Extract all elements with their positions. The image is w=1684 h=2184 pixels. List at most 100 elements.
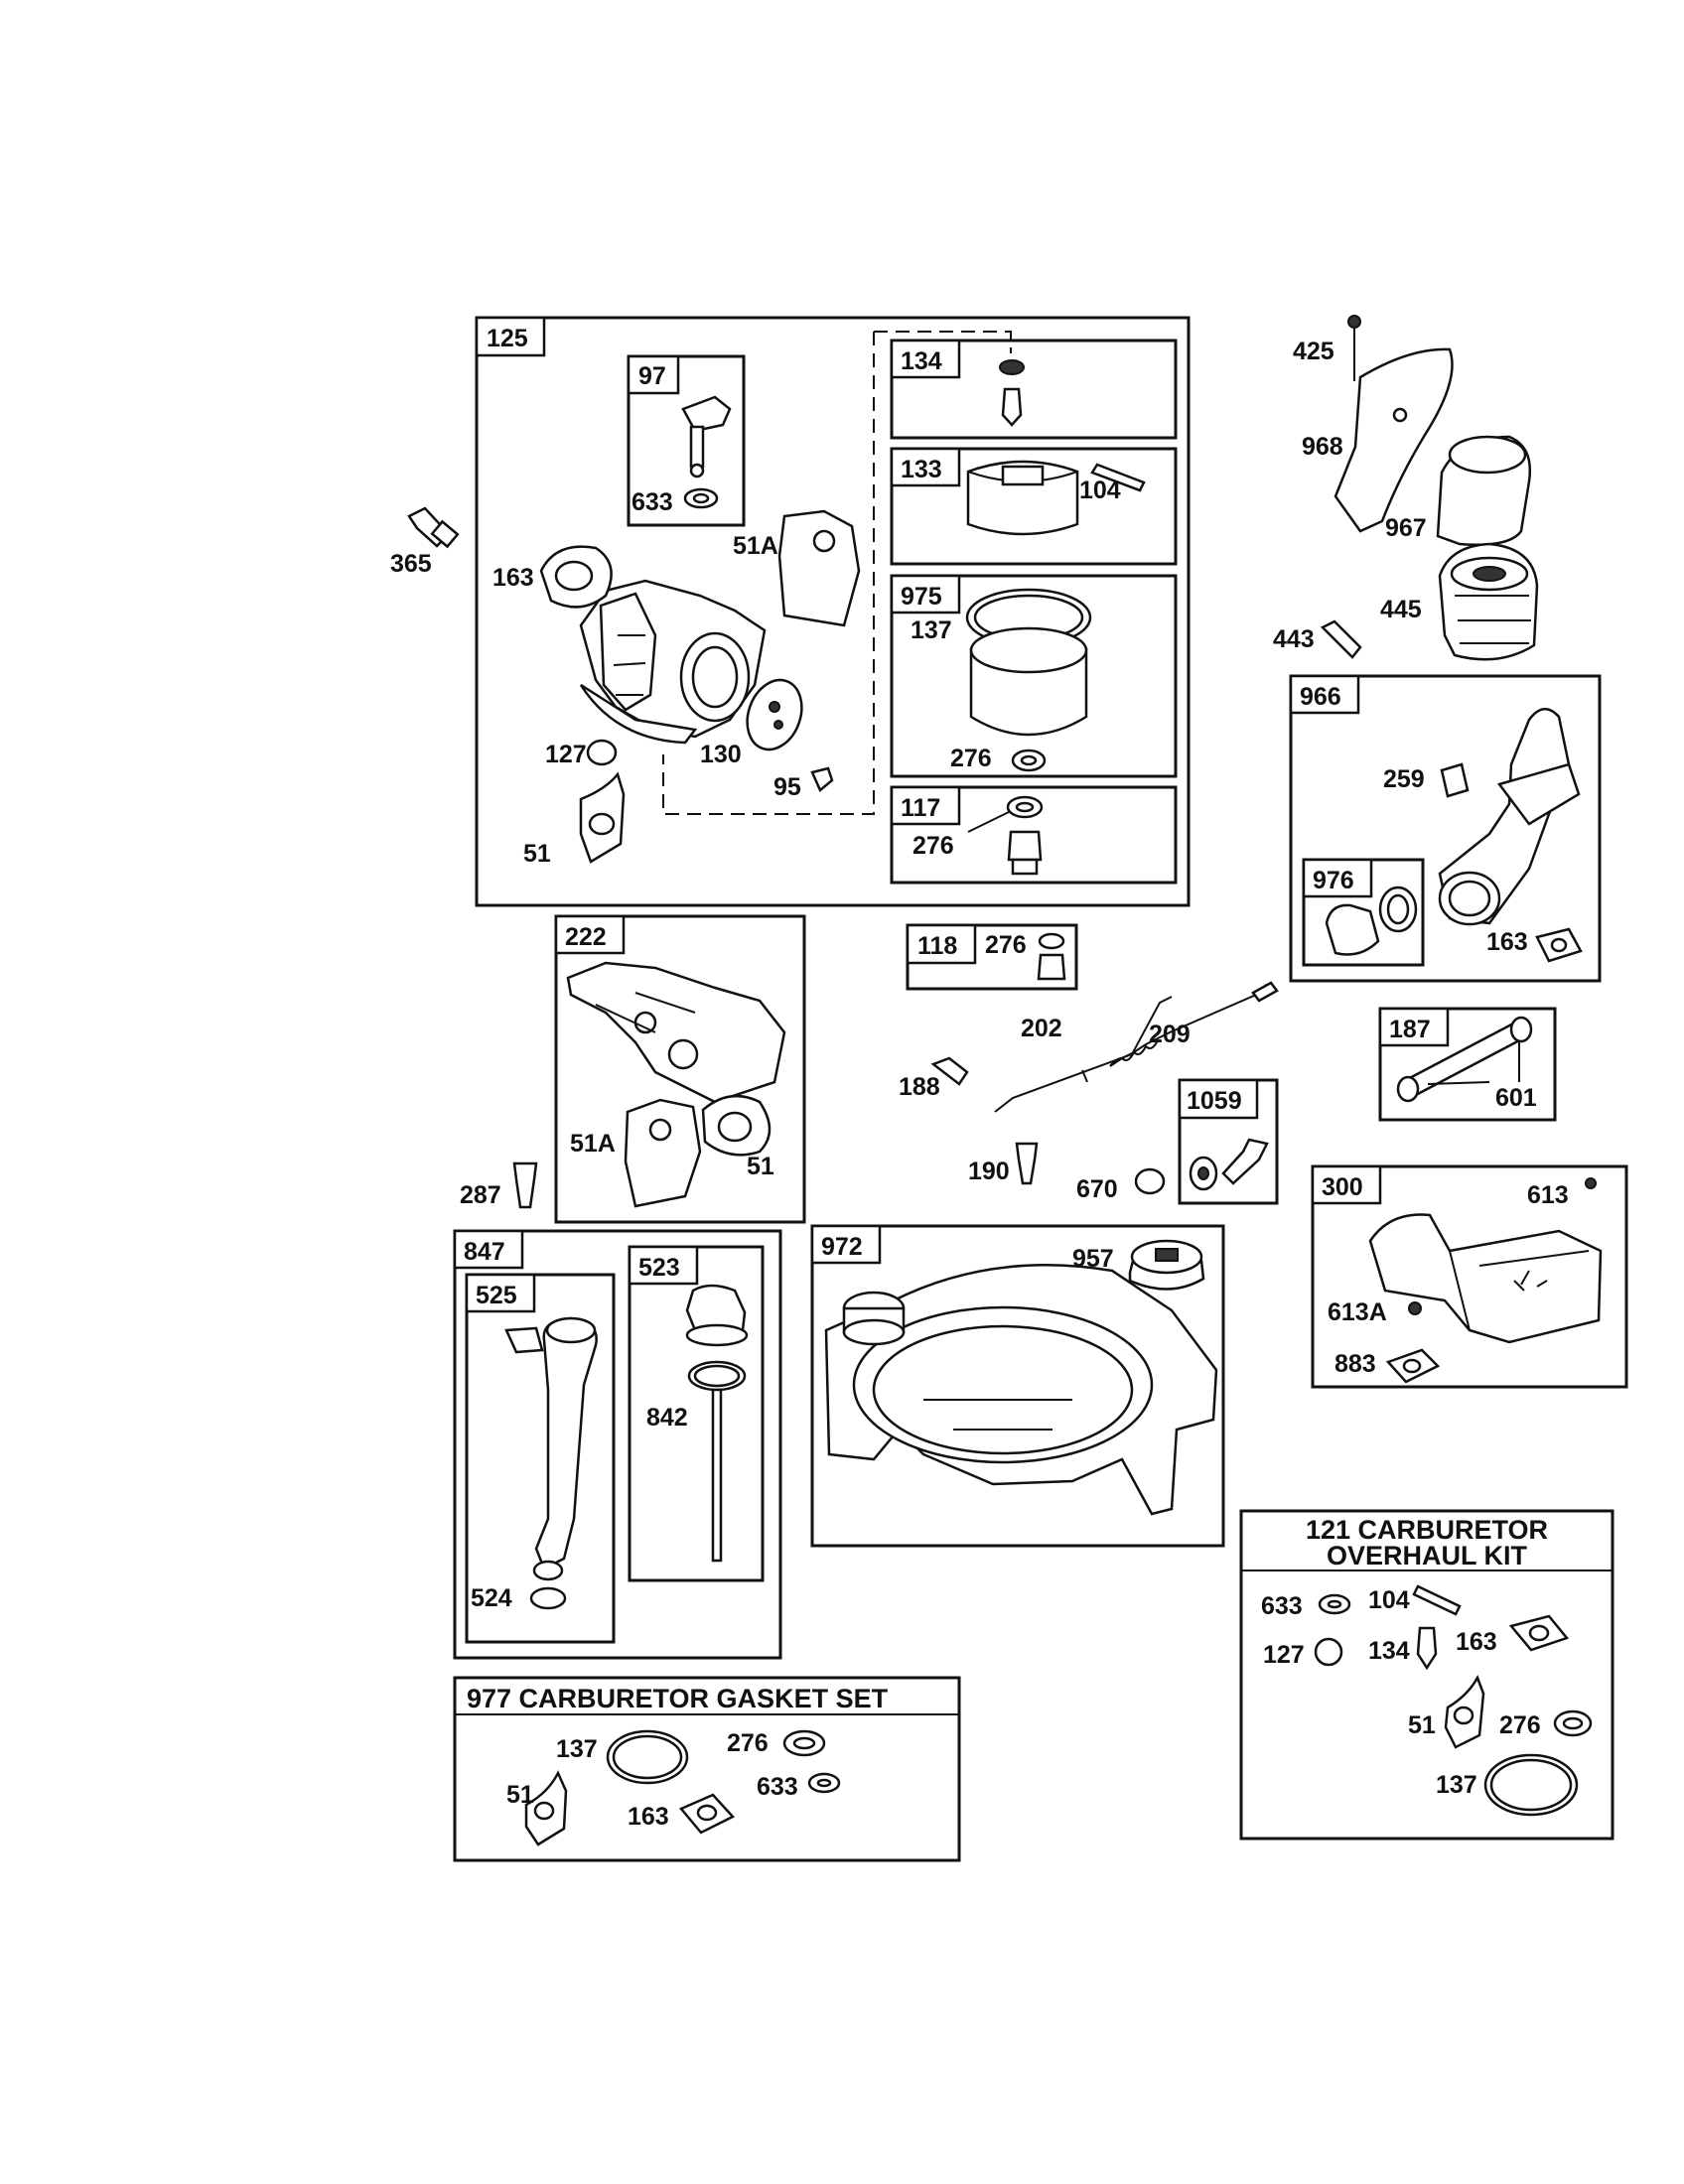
part-670-label: 670 xyxy=(1076,1175,1118,1203)
assembly-117-label: 117 xyxy=(901,794,940,822)
part-51a-label: 51A xyxy=(733,532,778,560)
assembly-525-label: 525 xyxy=(476,1282,517,1309)
assembly-125-label: 125 xyxy=(487,325,528,352)
spring-209-part xyxy=(1109,984,1267,1067)
assembly-847-label: 847 xyxy=(464,1238,505,1266)
inlet-needle-part xyxy=(1001,387,1023,427)
muffler-part xyxy=(1368,1213,1603,1344)
assembly-523-label: 523 xyxy=(638,1254,680,1282)
assembly-972-label: 972 xyxy=(821,1233,863,1261)
gasket-51a-b-part xyxy=(624,1098,702,1208)
jet-part xyxy=(1037,953,1066,981)
set-137-label: 137 xyxy=(556,1735,598,1763)
part-209-label: 209 xyxy=(1149,1021,1191,1048)
overhaul-kit-title-line1: 121 CARBURETOR xyxy=(1306,1515,1548,1545)
overhaul-kit: 121 CARBURETOR OVERHAUL KIT 633 104 127 … xyxy=(1239,1509,1614,1841)
bolt-188-part xyxy=(930,1056,969,1086)
part-51-b-label: 51 xyxy=(747,1153,774,1180)
seal-259-part xyxy=(1440,762,1470,798)
air-cleaner-group: 425 968 967 445 443 xyxy=(1273,315,1539,661)
assembly-118-label: 118 xyxy=(917,932,957,960)
gasket-51a-part xyxy=(777,509,861,627)
set-163-label: 163 xyxy=(628,1803,669,1831)
assembly-125: 125 97 633 134 133 104 975 xyxy=(475,316,1191,907)
assembly-966-label: 966 xyxy=(1300,683,1341,711)
screw-95-part xyxy=(810,766,834,793)
part-287: 287 xyxy=(460,1161,538,1209)
part-842-label: 842 xyxy=(646,1404,688,1432)
bolt-287-part xyxy=(512,1161,538,1209)
kit-137-label: 137 xyxy=(1436,1771,1477,1799)
part-601-label: 601 xyxy=(1495,1084,1537,1112)
part-365-label: 365 xyxy=(390,550,432,578)
part-443-label: 443 xyxy=(1273,625,1315,653)
part-613a-label: 613A xyxy=(1328,1298,1387,1326)
gasket-set: 977 CARBURETOR GASKET SET 137 276 51 633… xyxy=(453,1676,961,1862)
assembly-222-label: 222 xyxy=(565,923,607,951)
oring-127-part xyxy=(586,739,618,766)
part-276-label: 276 xyxy=(950,745,992,772)
part-259-label: 259 xyxy=(1383,765,1425,793)
assembly-187-label: 187 xyxy=(1389,1016,1431,1043)
assembly-118: 118 276 xyxy=(906,923,1078,991)
part-137-label: 137 xyxy=(911,616,952,644)
assembly-847: 847 525 524 523 842 xyxy=(453,1229,782,1660)
overhaul-kit-title-line2: OVERHAUL KIT xyxy=(1327,1541,1528,1570)
kit-163-label: 163 xyxy=(1456,1628,1497,1656)
part-163b-label: 163 xyxy=(1486,928,1528,956)
part-445-label: 445 xyxy=(1380,596,1422,623)
kit-needle-134-part xyxy=(1416,1626,1438,1671)
bowl-nut-part xyxy=(1007,830,1043,862)
assembly-187: 187 601 xyxy=(1378,1007,1557,1122)
part-613-label: 613 xyxy=(1527,1181,1569,1209)
assembly-972: 972 957 xyxy=(810,1224,1225,1548)
kit-104-label: 104 xyxy=(1368,1586,1410,1614)
part-163-label: 163 xyxy=(492,564,534,592)
set-276-label: 276 xyxy=(727,1729,769,1757)
part-276c-label: 276 xyxy=(985,931,1027,959)
dipstick-tube-part xyxy=(534,1316,598,1570)
screw-190-part xyxy=(1015,1142,1039,1185)
kit-127-label: 127 xyxy=(1263,1641,1305,1669)
kit-51-label: 51 xyxy=(1408,1711,1436,1739)
control-bracket-part xyxy=(566,961,786,1104)
needle-seat-part xyxy=(999,359,1025,375)
diaphragm-130-part xyxy=(746,678,803,751)
dipstick-rod-part xyxy=(711,1388,723,1563)
part-425-label: 425 xyxy=(1293,338,1334,365)
assembly-300: 300 613 613A 883 xyxy=(1311,1164,1628,1389)
assembly-1059: 1059 xyxy=(1178,1078,1279,1205)
part-883-label: 883 xyxy=(1334,1350,1376,1378)
set-633-label: 633 xyxy=(757,1773,798,1801)
gasket-set-title: 977 CARBURETOR GASKET SET xyxy=(467,1684,889,1713)
bushing-670-part xyxy=(1134,1167,1166,1195)
part-967-label: 967 xyxy=(1385,514,1427,542)
part-524-label: 524 xyxy=(471,1584,512,1612)
set-51-label: 51 xyxy=(506,1781,534,1809)
part-51a-b-label: 51A xyxy=(570,1130,616,1158)
part-968-label: 968 xyxy=(1302,433,1343,461)
part-51-label: 51 xyxy=(523,840,551,868)
part-104-label: 104 xyxy=(1079,477,1121,504)
bolt-443-part xyxy=(1320,619,1362,659)
assembly-966: 966 259 163 976 xyxy=(1289,674,1602,983)
air-cleaner-base-part xyxy=(1438,708,1571,925)
air-cleaner-cover-part xyxy=(1333,347,1454,533)
assembly-97-label: 97 xyxy=(638,362,666,390)
part-276b-label: 276 xyxy=(912,832,954,860)
part-127-label: 127 xyxy=(545,741,587,768)
part-365: 365 xyxy=(390,506,460,578)
part-287-label: 287 xyxy=(460,1181,501,1209)
part-957-label: 957 xyxy=(1072,1245,1114,1273)
screw-1059-part xyxy=(1221,1138,1269,1185)
breather-tube-part xyxy=(1325,903,1380,956)
part-190-label: 190 xyxy=(968,1158,1010,1185)
assembly-134-label: 134 xyxy=(901,347,942,375)
assembly-300-label: 300 xyxy=(1322,1173,1363,1201)
assembly-222: 222 51A 51 xyxy=(554,914,806,1224)
part-188-label: 188 xyxy=(899,1073,940,1101)
part-633-label: 633 xyxy=(632,488,673,516)
kit-oring-127-part xyxy=(1314,1637,1343,1667)
part-130-label: 130 xyxy=(700,741,742,768)
